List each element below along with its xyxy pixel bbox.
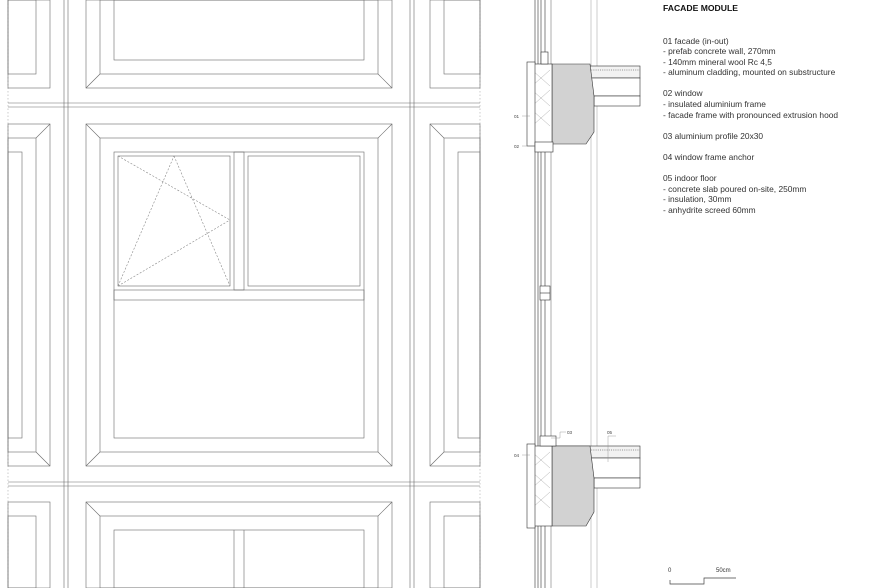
tag-01: 01 (514, 114, 520, 119)
scale-bar: 0 50cm (668, 568, 736, 585)
tag-03: 03 (567, 430, 573, 435)
section-view (522, 0, 641, 588)
legend-item: - facade frame with pronounced extrusion… (663, 109, 839, 120)
legend-title: FACADE MODULE (663, 3, 738, 13)
legend-section-facade: 01 facade (in-out) - prefab concrete wal… (663, 36, 878, 78)
legend-item: - insulation, 30mm (663, 194, 732, 205)
legend-item: - prefab concrete wall, 270mm (663, 46, 776, 57)
legend-section-head: 01 facade (in-out) (663, 35, 729, 46)
legend-section-head: 03 aluminium profile 20x30 (663, 130, 764, 141)
legend-section-profile: 03 aluminium profile 20x30 (663, 131, 878, 142)
legend-section-head: 02 window (663, 88, 703, 99)
facade-module-legend: FACADE MODULE 01 facade (in-out) - prefa… (663, 3, 878, 226)
legend-section-floor: 05 indoor floor - concrete slab poured o… (663, 173, 878, 215)
elevation-view (7, 0, 481, 588)
legend-item: - 140mm mineral wool Rc 4,5 (663, 56, 772, 67)
tag-04: 04 (514, 453, 520, 458)
section-tags: 01 02 03 04 05 (514, 114, 613, 458)
legend-item: - insulated aluminium frame (663, 99, 766, 110)
scale-end-label: 50cm (716, 568, 731, 574)
tag-02: 02 (514, 144, 520, 149)
legend-section-window: 02 window - insulated aluminium frame - … (663, 88, 878, 120)
legend-section-head: 05 indoor floor (663, 172, 717, 183)
scale-start-label: 0 (668, 568, 672, 574)
legend-item: - anhydrite screed 60mm (663, 204, 756, 215)
tag-05: 05 (607, 430, 613, 435)
legend-item: - aluminum cladding, mounted on substruc… (663, 67, 836, 78)
legend-section-anchor: 04 window frame anchor (663, 152, 878, 163)
legend-section-head: 04 window frame anchor (663, 151, 755, 162)
legend-item: - concrete slab poured on-site, 250mm (663, 183, 807, 194)
